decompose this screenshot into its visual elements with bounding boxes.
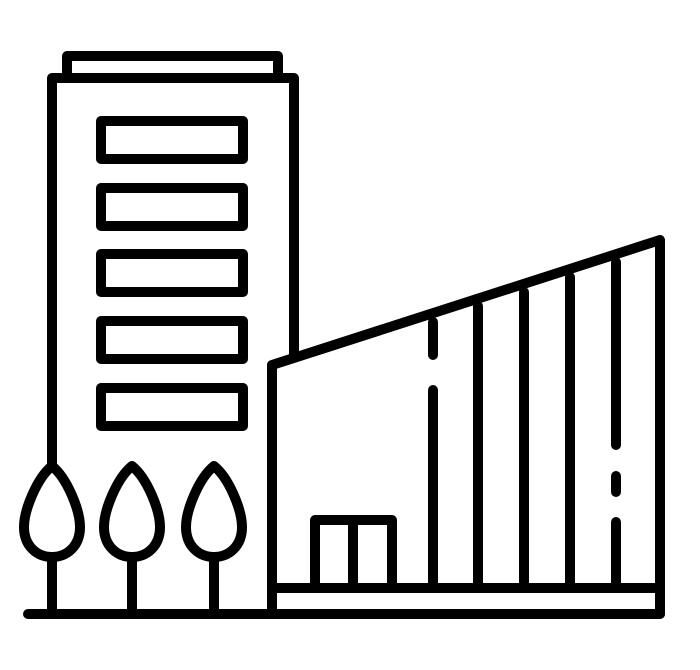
- annex-outline: [267, 235, 665, 619]
- tower-window-2: [96, 183, 248, 231]
- tower-window-3: [96, 249, 248, 297]
- tower-body: [47, 73, 299, 470]
- tree-3-canopy: [181, 461, 247, 562]
- double-door-icon: [310, 515, 397, 593]
- glass-annex-icon: [267, 235, 665, 619]
- tree-icon: [19, 461, 247, 619]
- tree-1-canopy: [19, 461, 85, 562]
- tree-2-canopy: [99, 461, 165, 562]
- office-tower-icon: [47, 51, 299, 619]
- tower-window-5: [96, 383, 248, 431]
- tower-window-1: [96, 116, 248, 164]
- tower-window-4: [96, 316, 248, 364]
